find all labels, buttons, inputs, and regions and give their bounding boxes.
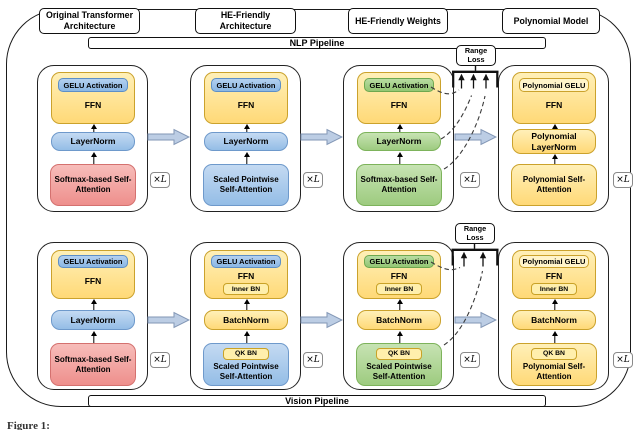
- ffn-label: FFN: [237, 271, 255, 281]
- flow-arrow-icon: [147, 311, 190, 329]
- flow-arrow-icon: [454, 311, 497, 329]
- block-vision-he-architecture: GELU Activation FFN Inner BN BatchNorm Q…: [190, 242, 301, 390]
- inner-bn-pill: Inner BN: [376, 283, 422, 295]
- repeat-factor-badge: ×L: [150, 172, 170, 188]
- gelu-activation-pill: GELU Activation: [211, 255, 281, 268]
- up-arrow-icon: [89, 299, 98, 310]
- up-arrow-icon: [242, 299, 251, 310]
- up-arrow-icon: [395, 152, 404, 164]
- gelu-activation-pill: GELU Activation: [58, 255, 128, 268]
- up-arrow-icon: [395, 124, 404, 132]
- norm-box: LayerNorm: [51, 132, 135, 151]
- repeat-factor-badge: ×L: [303, 352, 323, 368]
- polynomial-gelu-pill: Polynomial GELU: [519, 78, 589, 92]
- flow-arrow-icon: [300, 128, 343, 146]
- ffn-box: GELU Activation FFN: [204, 72, 288, 124]
- block-nlp-he-architecture: GELU Activation FFN LayerNorm Scaled Poi…: [190, 65, 301, 212]
- ffn-label: FFN: [545, 100, 563, 110]
- ffn-label: FFN: [390, 100, 408, 110]
- up-arrow-icon: [242, 152, 251, 164]
- nlp-pipeline-bar: NLP Pipeline: [88, 37, 546, 49]
- attention-box: Softmax-based Self-Attention: [50, 164, 136, 206]
- inner-bn-pill: Inner BN: [223, 283, 269, 295]
- repeat-factor-badge: ×L: [303, 172, 323, 188]
- block-vision-original: GELU Activation FFN LayerNorm Softmax-ba…: [37, 242, 148, 390]
- qk-bn-pill: QK BN: [223, 347, 269, 360]
- stage-header-original: Original Transformer Architecture: [39, 8, 140, 34]
- gelu-activation-pill: GELU Activation: [364, 78, 434, 92]
- gelu-activation-pill: GELU Activation: [58, 78, 128, 92]
- attention-box: QK BN Polynomial Self-Attention: [511, 343, 597, 386]
- gelu-activation-pill: GELU Activation: [211, 78, 281, 92]
- ffn-box: GELU Activation FFN Inner BN: [357, 250, 441, 299]
- up-arrow-icon: [550, 154, 559, 164]
- flow-arrow-icon: [454, 128, 497, 146]
- ffn-label: FFN: [237, 100, 255, 110]
- ffn-label: FFN: [84, 100, 102, 110]
- attention-box: Softmax-based Self-Attention: [356, 164, 442, 206]
- polynomial-gelu-pill: Polynomial GELU: [519, 255, 589, 268]
- ffn-box: Polynomial GELU FFN Inner BN: [512, 250, 596, 299]
- norm-box: LayerNorm: [357, 132, 441, 151]
- norm-box: BatchNorm: [357, 310, 441, 330]
- norm-box: LayerNorm: [204, 132, 288, 151]
- up-arrow-icon: [395, 299, 404, 310]
- ffn-box: GELU Activation FFN: [51, 250, 135, 299]
- ffn-box: GELU Activation FFN: [51, 72, 135, 124]
- up-arrow-icon: [395, 331, 404, 343]
- stage-header-polynomial: Polynomial Model: [502, 8, 600, 34]
- up-arrow-icon: [89, 124, 98, 132]
- range-loss-box: Range Loss: [456, 45, 496, 66]
- stage-header-he-weights: HE-Friendly Weights: [348, 8, 448, 34]
- attention-box: Softmax-based Self-Attention: [50, 343, 136, 386]
- attention-label: Scaled Pointwise Self-Attention: [213, 361, 279, 381]
- figure-caption: Figure 1:: [7, 420, 50, 430]
- range-loss-box: Range Loss: [455, 223, 495, 244]
- vision-pipeline-bar: Vision Pipeline: [88, 395, 546, 407]
- inner-bn-pill: Inner BN: [531, 283, 577, 295]
- ffn-box: GELU Activation FFN Inner BN: [204, 250, 288, 299]
- ffn-label: FFN: [545, 271, 563, 281]
- block-vision-polynomial: Polynomial GELU FFN Inner BN BatchNorm Q…: [498, 242, 609, 390]
- norm-box: BatchNorm: [512, 310, 596, 330]
- up-arrow-icon: [242, 331, 251, 343]
- repeat-factor-badge: ×L: [150, 352, 170, 368]
- attention-label: Polynomial Self-Attention: [522, 361, 586, 381]
- ffn-label: FFN: [84, 276, 102, 286]
- repeat-factor-badge: ×L: [460, 172, 480, 188]
- attention-box: Scaled Pointwise Self-Attention: [203, 164, 289, 206]
- flow-arrow-icon: [300, 311, 343, 329]
- qk-bn-pill: QK BN: [531, 347, 577, 360]
- ffn-label: FFN: [390, 271, 408, 281]
- norm-box: LayerNorm: [51, 310, 135, 330]
- attention-box: Polynomial Self-Attention: [511, 164, 597, 206]
- block-nlp-original: GELU Activation FFN LayerNorm Softmax-ba…: [37, 65, 148, 212]
- up-arrow-icon: [242, 124, 251, 132]
- block-nlp-he-weights: GELU Activation FFN LayerNorm Softmax-ba…: [343, 65, 454, 212]
- repeat-factor-badge: ×L: [460, 352, 480, 368]
- qk-bn-pill: QK BN: [376, 347, 422, 360]
- ffn-box: GELU Activation FFN: [357, 72, 441, 124]
- attention-box: QK BN Scaled Pointwise Self-Attention: [203, 343, 289, 386]
- up-arrow-icon: [550, 299, 559, 310]
- up-arrow-icon: [89, 331, 98, 343]
- stage-header-he-architecture: HE-Friendly Architecture: [195, 8, 296, 34]
- norm-box: BatchNorm: [204, 310, 288, 330]
- block-nlp-polynomial: Polynomial GELU FFN Polynomial LayerNorm…: [498, 65, 609, 212]
- attention-label: Scaled Pointwise Self-Attention: [366, 361, 432, 381]
- repeat-factor-badge: ×L: [613, 352, 633, 368]
- flow-arrow-icon: [147, 128, 190, 146]
- repeat-factor-badge: ×L: [613, 172, 633, 188]
- block-vision-he-weights: GELU Activation FFN Inner BN BatchNorm Q…: [343, 242, 454, 390]
- up-arrow-icon: [89, 152, 98, 164]
- up-arrow-icon: [550, 331, 559, 343]
- ffn-box: Polynomial GELU FFN: [512, 72, 596, 124]
- attention-box: QK BN Scaled Pointwise Self-Attention: [356, 343, 442, 386]
- gelu-activation-pill: GELU Activation: [364, 255, 434, 268]
- norm-box: Polynomial LayerNorm: [512, 129, 596, 154]
